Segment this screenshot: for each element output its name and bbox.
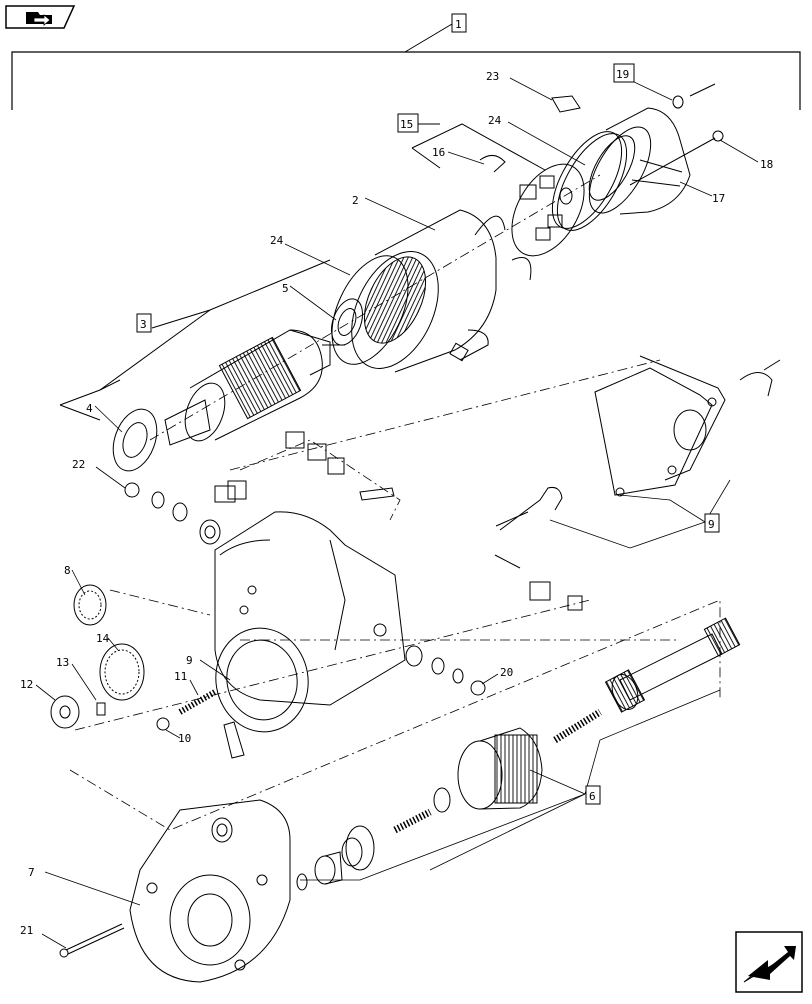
callout-20: 20 <box>500 666 513 679</box>
callout-21: 21 <box>20 924 33 937</box>
long-screw <box>629 130 724 186</box>
brush-clip <box>479 155 506 173</box>
bushing <box>314 851 343 885</box>
callout-10: 10 <box>178 732 191 745</box>
assembly-axis-lines <box>69 174 721 831</box>
callout-23: 23 <box>486 70 499 83</box>
callout-13: 13 <box>56 656 69 669</box>
through-bolt <box>59 923 125 958</box>
field-frame-housing <box>351 209 532 373</box>
screw-and-washer <box>672 83 716 109</box>
drive-spring <box>553 709 602 743</box>
bearing-front <box>112 408 158 472</box>
washer-stack <box>405 645 486 696</box>
steel-ball <box>156 717 170 731</box>
shaft-collar <box>50 695 80 729</box>
callout-11: 11 <box>174 670 187 683</box>
brush-holder-plate <box>511 163 585 257</box>
callout-5: 5 <box>282 282 289 295</box>
callout-16: 16 <box>432 146 445 159</box>
callout-18: 18 <box>760 158 773 171</box>
callout-15: 15 <box>400 118 413 131</box>
solenoid-cover-gasket <box>594 355 781 497</box>
pinion-spring <box>393 808 432 834</box>
pinion-gear <box>341 825 375 871</box>
terminal-nut <box>494 554 583 611</box>
callout-9-cover: 9 <box>708 518 715 531</box>
terminal-stud <box>495 487 563 531</box>
snap-ring <box>296 873 308 891</box>
return-spring <box>178 689 217 715</box>
leader-lines <box>35 77 759 949</box>
terminal-insulators <box>214 431 395 503</box>
assembly-bracket <box>11 23 801 110</box>
callout-17: 17 <box>712 192 725 205</box>
overrunning-clutch <box>457 727 543 810</box>
nut-and-washers <box>124 482 221 545</box>
callout-3: 3 <box>140 318 147 331</box>
folder-back-icon[interactable] <box>4 4 76 30</box>
key-pin <box>96 702 106 716</box>
plunger <box>223 721 245 759</box>
group-lines <box>300 479 731 881</box>
callout-2: 2 <box>352 194 359 207</box>
callout-9-housing: 9 <box>186 654 193 667</box>
washer <box>433 787 451 813</box>
plug <box>551 95 581 113</box>
gear-small <box>73 584 107 626</box>
callout-12: 12 <box>20 678 33 691</box>
armature <box>164 329 345 446</box>
callout-6: 6 <box>589 790 596 803</box>
rear-end-cover <box>588 107 691 215</box>
callout-22: 22 <box>72 458 85 471</box>
callout-7: 7 <box>28 866 35 879</box>
gear-large <box>99 643 145 701</box>
solenoid-drive-housing <box>214 511 406 733</box>
armature-bracket <box>59 259 331 421</box>
callout-labels: 1 2 3 4 5 6 7 8 9 9 10 11 12 13 14 15 16… <box>20 13 773 937</box>
callout-4: 4 <box>86 402 93 415</box>
next-page-arrow-icon[interactable] <box>734 930 804 994</box>
callout-24-rear: 24 <box>488 114 502 127</box>
drive-shaft <box>604 617 741 713</box>
drive-end-housing <box>129 799 291 983</box>
callout-24-front: 24 <box>270 234 284 247</box>
brush-set-bracket <box>411 123 546 171</box>
callout-8: 8 <box>64 564 71 577</box>
callout-14: 14 <box>96 632 110 645</box>
callout-19: 19 <box>616 68 629 81</box>
callout-1: 1 <box>455 18 462 31</box>
